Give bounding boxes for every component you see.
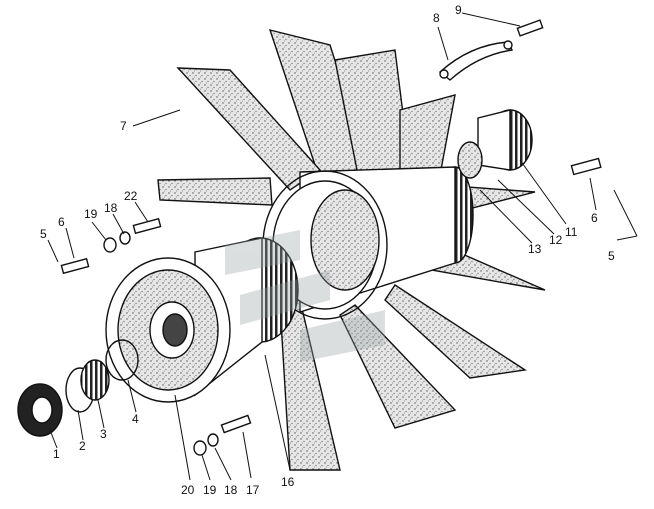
drum-center-bore-inner [162, 313, 188, 347]
watermark-logo [225, 230, 385, 362]
leader-line [127, 379, 137, 413]
washer-19-upper [103, 237, 117, 253]
leader-line [461, 12, 521, 27]
leader-line [497, 179, 555, 235]
callout-22: 22 [124, 189, 138, 203]
leader-line [613, 189, 638, 237]
leader-line [134, 201, 149, 223]
seal-cap-inner [31, 396, 53, 424]
washer-18-upper [119, 231, 131, 245]
leader-line [589, 177, 597, 211]
leader-line [112, 213, 125, 235]
callout-18-upper: 18 [104, 201, 118, 215]
callout-11: 11 [565, 225, 578, 239]
snap-ring [105, 339, 139, 381]
callout-13: 13 [528, 242, 542, 256]
leader-line [519, 159, 567, 225]
bearing [80, 359, 110, 401]
bolt-9 [516, 19, 544, 37]
bolts [60, 19, 602, 456]
callout-19-upper: 19 [84, 207, 98, 221]
leader-line [47, 239, 59, 263]
bracket-hole [439, 69, 449, 79]
leader-line [242, 431, 252, 479]
callout-5-left: 5 [40, 227, 47, 241]
leader-line [91, 221, 107, 241]
fan-blade [176, 67, 322, 191]
leader-line [437, 26, 449, 61]
leader-lines [47, 12, 638, 481]
bracket-hole [503, 40, 513, 50]
callout-6-left: 6 [58, 215, 65, 229]
callout-7: 7 [120, 119, 127, 133]
fan-hub [262, 166, 474, 320]
callout-5-right: 5 [608, 249, 615, 263]
leader-line [174, 394, 191, 481]
bolt-22 [132, 217, 162, 235]
bolt-17 [220, 414, 252, 434]
washer-19-lower [193, 440, 207, 456]
leader-line [264, 354, 291, 471]
callout-17: 17 [246, 483, 260, 497]
washer-18-lower [207, 433, 219, 447]
leader-line [201, 454, 211, 481]
callout-19-lower: 19 [203, 483, 217, 497]
leader-line [616, 235, 638, 241]
leader-line [479, 189, 533, 244]
callout-18-lower: 18 [224, 483, 238, 497]
callout-9: 9 [455, 3, 462, 17]
callout-3: 3 [100, 427, 107, 441]
leader-line [77, 409, 84, 441]
callout-2: 2 [79, 439, 86, 453]
callout-8: 8 [433, 11, 440, 25]
fan-blade [157, 177, 273, 206]
bolt-6-left [60, 257, 90, 275]
callout-labels: 1 2 3 4 5 5 6 6 7 8 9 11 12 13 16 17 18 … [40, 3, 615, 497]
leader-line [132, 109, 181, 127]
callout-1: 1 [53, 447, 60, 461]
leader-line [65, 227, 75, 259]
fan-blade [339, 304, 457, 429]
callout-12: 12 [549, 233, 563, 247]
drive-flange [457, 109, 533, 179]
flange-body [477, 109, 511, 171]
callout-6-right: 6 [591, 211, 598, 225]
fan-blade [384, 284, 527, 379]
callout-20: 20 [181, 483, 195, 497]
bearing-stack [17, 339, 139, 437]
leader-line [49, 429, 58, 449]
bolt-6-right [570, 157, 602, 176]
leader-line [97, 399, 105, 429]
shaft-sleeve [457, 141, 483, 179]
callout-16: 16 [281, 475, 295, 489]
callout-4: 4 [132, 412, 139, 426]
bracket-strap [438, 41, 514, 81]
leader-line [214, 447, 232, 481]
hub-bore [310, 189, 380, 291]
clutch-housing [105, 237, 299, 403]
